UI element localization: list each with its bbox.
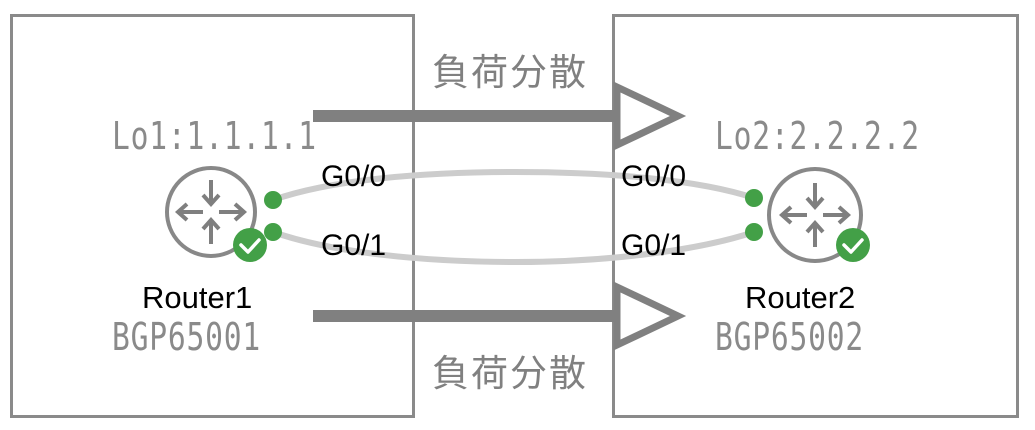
flow-arrow-top bbox=[313, 81, 687, 151]
router-name-router2: Router2 bbox=[745, 280, 856, 315]
router-icon bbox=[165, 166, 257, 258]
interface-port-r1-g0-0[interactable] bbox=[264, 191, 282, 209]
flow-arrow-bottom bbox=[313, 281, 687, 351]
loopback-label-router2: Lo2:2.2.2.2 bbox=[715, 114, 920, 158]
interface-port-r1-g0-1[interactable] bbox=[264, 223, 282, 241]
link-g0-0[interactable] bbox=[272, 168, 755, 203]
asn-label-router2: BGP65002 bbox=[715, 315, 865, 359]
as-box-router2 bbox=[612, 14, 1019, 418]
as-box-router1 bbox=[10, 14, 415, 418]
check-circle-icon bbox=[233, 228, 267, 262]
flow-arrow-bottom-head bbox=[613, 281, 687, 351]
check-circle-icon bbox=[836, 228, 870, 262]
loopback-label-router1: Lo1:1.1.1.1 bbox=[112, 114, 317, 158]
flow-label-top: 負荷分散 bbox=[432, 51, 588, 94]
interface-label-r1-g0-0: G0/0 bbox=[321, 160, 387, 193]
interface-port-r2-g0-1[interactable] bbox=[745, 223, 763, 241]
router2-node[interactable] bbox=[745, 167, 870, 263]
interface-port-r2-g0-0[interactable] bbox=[745, 189, 763, 207]
interface-label-r1-g0-1: G0/1 bbox=[321, 229, 387, 262]
flow-arrow-top-head bbox=[613, 81, 687, 151]
router1-node[interactable] bbox=[165, 166, 282, 262]
flow-label-bottom: 負荷分散 bbox=[432, 352, 588, 395]
interface-label-r2-g0-0: G0/0 bbox=[621, 160, 687, 193]
flow-arrow-top-shaft bbox=[313, 110, 615, 122]
interface-label-r2-g0-1: G0/1 bbox=[621, 229, 687, 262]
asn-label-router1: BGP65001 bbox=[112, 315, 262, 359]
router-name-router1: Router1 bbox=[142, 280, 253, 315]
link-g0-1[interactable] bbox=[272, 229, 755, 266]
flow-arrow-bottom-shaft bbox=[313, 310, 615, 322]
